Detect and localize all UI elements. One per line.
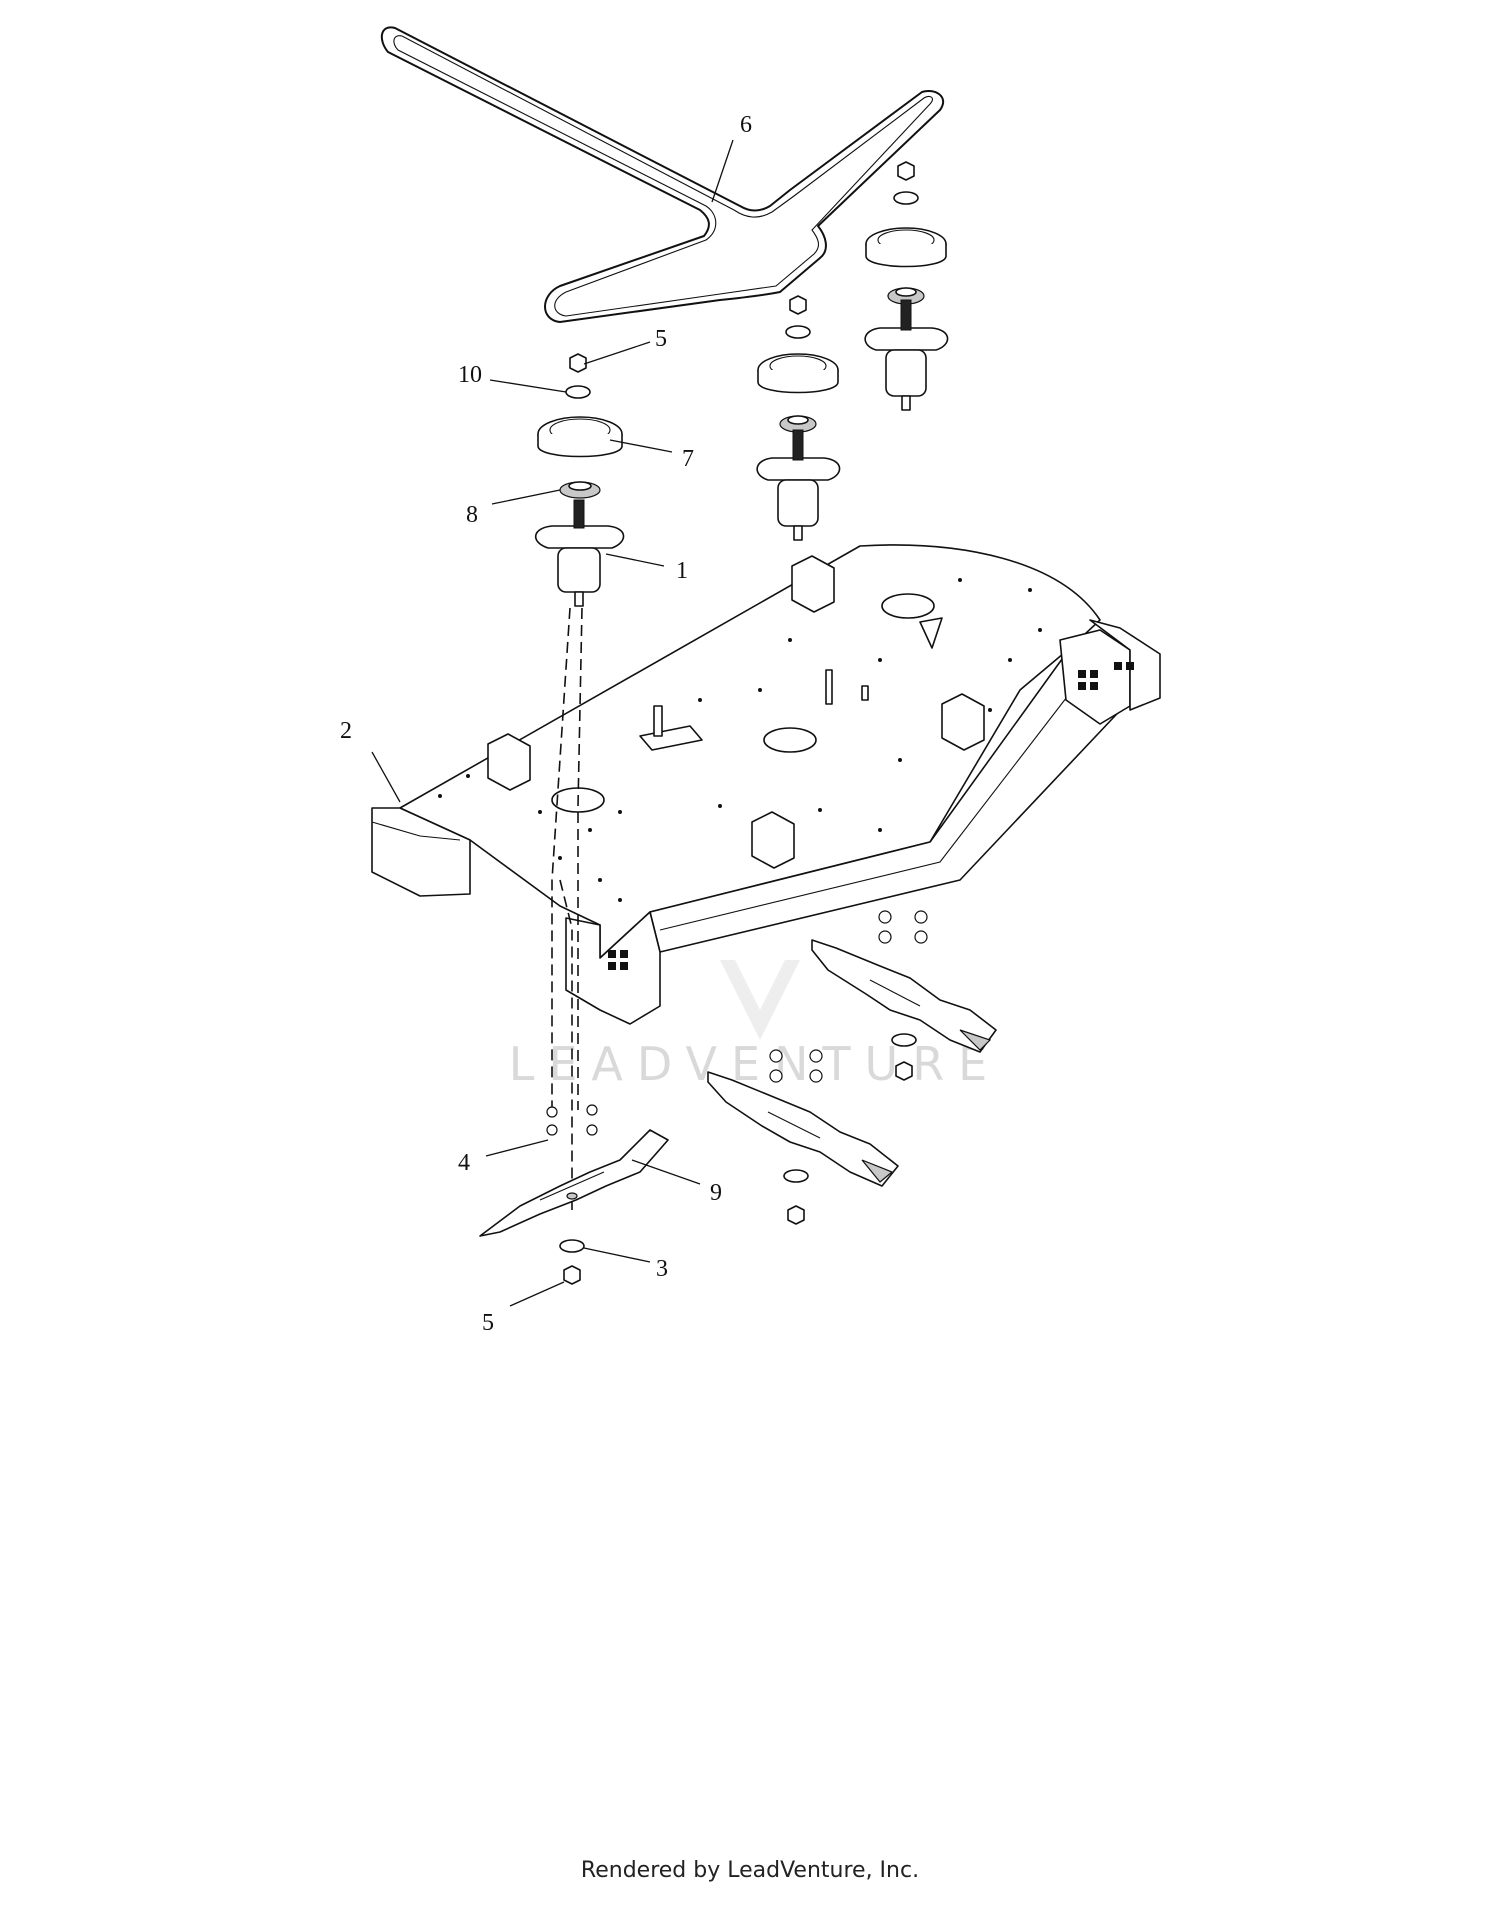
washer-bottom	[559, 1239, 585, 1253]
callout-1: 1	[676, 558, 688, 584]
centerline-2	[577, 607, 583, 1110]
mower-deck	[371, 544, 1161, 1025]
callout-4: 4	[458, 1150, 470, 1176]
centerline-1	[551, 607, 571, 1110]
nut-top	[569, 353, 587, 373]
spindle	[534, 525, 625, 549]
callout-3: 3	[656, 1256, 668, 1282]
callout-8: 8	[466, 502, 478, 528]
callout-10: 10	[458, 362, 482, 388]
callout-9: 9	[710, 1180, 722, 1206]
right-spindle-assembly	[864, 161, 949, 411]
middle-spindle-assembly	[756, 295, 841, 541]
watermark-text: LEADVENTURE	[509, 1037, 1002, 1091]
washer-top	[565, 385, 591, 399]
callout-5-top: 5	[655, 326, 667, 352]
left-blade-set	[479, 1104, 669, 1285]
callout-7: 7	[682, 446, 694, 472]
right-blade-set	[811, 910, 997, 1081]
footer-credit: Rendered by LeadVenture, Inc.	[580, 1858, 920, 1883]
nut-bottom	[563, 1265, 581, 1285]
left-spindle-assembly	[534, 353, 625, 607]
belt	[380, 26, 945, 323]
callout-5-bottom: 5	[482, 1310, 494, 1336]
callout-6: 6	[740, 112, 752, 138]
blade	[479, 1129, 669, 1237]
callout-labels: 6 5 10 7 8 1 2 4 9 3 5	[340, 112, 752, 1336]
callout-2: 2	[340, 718, 352, 744]
middle-blade-set	[707, 1049, 899, 1225]
leader-lines	[371, 139, 734, 1307]
